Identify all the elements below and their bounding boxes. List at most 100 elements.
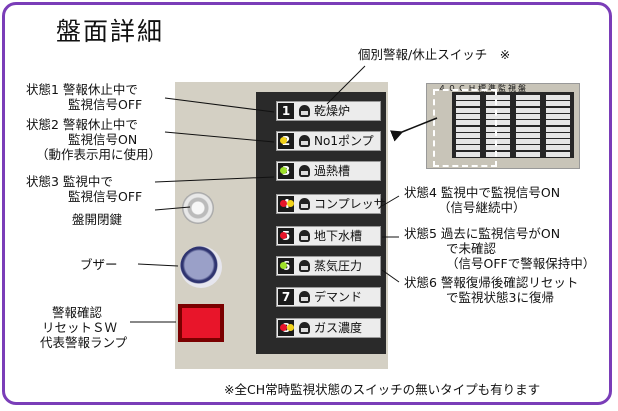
mini-channel-cell <box>516 101 540 107</box>
leader-state4 <box>381 195 400 207</box>
mini-channel-cell <box>456 139 480 145</box>
channel-name: 蒸気圧力 <box>314 259 363 273</box>
mini-channel-cell <box>516 126 540 132</box>
state2-label: 状態2 警報休止中で監視信号ON （動作表示用に使用） <box>26 117 162 162</box>
mini-channel-cell <box>516 151 540 157</box>
channel-name: デマンド <box>314 290 363 304</box>
channel-number: 7 <box>278 289 294 305</box>
channel-row: 8ガス濃度 <box>276 318 381 338</box>
state3-label: 状態3 監視中で監視信号OFF <box>26 174 143 204</box>
page-title: 盤面詳細 <box>56 17 165 46</box>
mini-channel-cell <box>456 126 480 132</box>
mini-channel-cell <box>516 120 540 126</box>
alarm-toggle-switch[interactable] <box>299 198 310 210</box>
leader-state1 <box>164 97 275 113</box>
leader-key <box>154 206 191 211</box>
status-led <box>280 232 287 239</box>
leader-switch <box>326 65 366 105</box>
mini-channel-cell <box>486 95 510 100</box>
mini-channel-cell <box>546 95 570 100</box>
alarm-toggle-switch[interactable] <box>299 230 310 242</box>
mini-panel-highlight <box>433 89 497 167</box>
alarm-toggle-switch[interactable] <box>299 165 310 177</box>
buzzer-label: ブザー <box>80 257 118 272</box>
status-led-secondary <box>287 200 294 207</box>
mini-channel-cell <box>516 139 540 145</box>
status-led <box>280 137 287 144</box>
mini-channel-cell <box>486 126 510 132</box>
mini-channel-cell <box>546 113 570 119</box>
mini-channel-cell <box>486 120 510 126</box>
state6-label: 状態6 警報復帰後確認リセットで監視状態3に復帰 <box>404 275 579 305</box>
leader-state2 <box>164 131 275 143</box>
arrow-mini-panel <box>390 117 438 142</box>
status-led <box>280 324 287 331</box>
mini-channel-cell <box>486 139 510 145</box>
channel-name: ガス濃度 <box>314 321 363 335</box>
mini-panel-title: ４０ＣＨ標準監視盤 <box>438 84 528 93</box>
channel-row: 4コンプレッサ <box>276 194 386 214</box>
mini-channel-cell <box>456 113 480 119</box>
mini-channel-cell <box>456 95 480 100</box>
reset-label: 警報確認 リセットＳＷ 代表警報ランプ <box>40 305 128 350</box>
mini-channel-cell <box>546 139 570 145</box>
mini-channel-cell <box>456 145 480 151</box>
mini-channel-cell <box>486 151 510 157</box>
channel-row: 3過熱槽 <box>276 161 381 181</box>
mini-panel-grid <box>452 92 574 158</box>
channel-name: 過熱槽 <box>314 164 351 178</box>
mini-channel-cell <box>486 145 510 151</box>
panel-key-lock <box>182 192 214 224</box>
key-label: 盤開閉鍵 <box>72 212 123 227</box>
mini-channel-cell <box>546 151 570 157</box>
mini-channel-cell <box>546 120 570 126</box>
mini-channel-cell <box>486 113 510 119</box>
channel-row: 7 デマンド <box>276 287 381 307</box>
status-led <box>280 200 287 207</box>
channel-row: 1 乾燥炉 <box>276 101 381 121</box>
mini-channel-cell <box>456 107 480 113</box>
mini-channel-cell <box>546 126 570 132</box>
status-led <box>280 262 287 269</box>
status-led <box>280 167 287 174</box>
mini-channel-cell <box>516 113 540 119</box>
mini-channel-cell <box>456 101 480 107</box>
alarm-toggle-switch[interactable] <box>299 322 310 334</box>
mini-channel-cell <box>516 107 540 113</box>
reset-switch-lamp <box>178 304 224 342</box>
channel-name: コンプレッサ <box>314 197 386 211</box>
mini-channel-cell <box>516 145 540 151</box>
mini-channel-cell <box>546 107 570 113</box>
channel-row: 6蒸気圧力 <box>276 256 381 276</box>
alarm-toggle-switch[interactable] <box>299 260 310 272</box>
mini-channel-cell <box>546 101 570 107</box>
mini-channel-cell <box>546 132 570 138</box>
state4-label: 状態4 監視中で監視信号ON（信号継続中） <box>404 185 561 215</box>
mini-channel-cell <box>456 132 480 138</box>
channel-name: No1ポンプ <box>314 134 374 148</box>
status-led-secondary <box>287 324 294 331</box>
alarm-toggle-switch[interactable] <box>299 135 310 147</box>
channel-name: 乾燥炉 <box>314 104 351 118</box>
channel-name: 地下水槽 <box>314 229 363 243</box>
mini-channel-cell <box>486 107 510 113</box>
mini-channel-cell <box>456 151 480 157</box>
mini-channel-cell <box>486 132 510 138</box>
channel-number: 1 <box>278 103 294 119</box>
switch-note: 個別警報/休止スイッチ ※ <box>358 47 511 62</box>
mini-channel-cell <box>516 95 540 100</box>
leader-state3 <box>154 176 275 183</box>
leader-buzzer <box>137 263 179 267</box>
alarm-toggle-switch[interactable] <box>299 105 310 117</box>
mini-channel-cell <box>486 101 510 107</box>
mini-channel-cell <box>456 120 480 126</box>
mini-channel-cell <box>546 145 570 151</box>
channel-row: 5地下水槽 <box>276 226 381 246</box>
state1-label: 状態1 警報休止中で監視信号OFF <box>26 82 143 112</box>
mini-channel-cell <box>516 132 540 138</box>
channel-row: 2No1ポンプ <box>276 131 381 151</box>
leader-state6 <box>381 269 400 283</box>
alarm-toggle-switch[interactable] <box>299 291 310 303</box>
